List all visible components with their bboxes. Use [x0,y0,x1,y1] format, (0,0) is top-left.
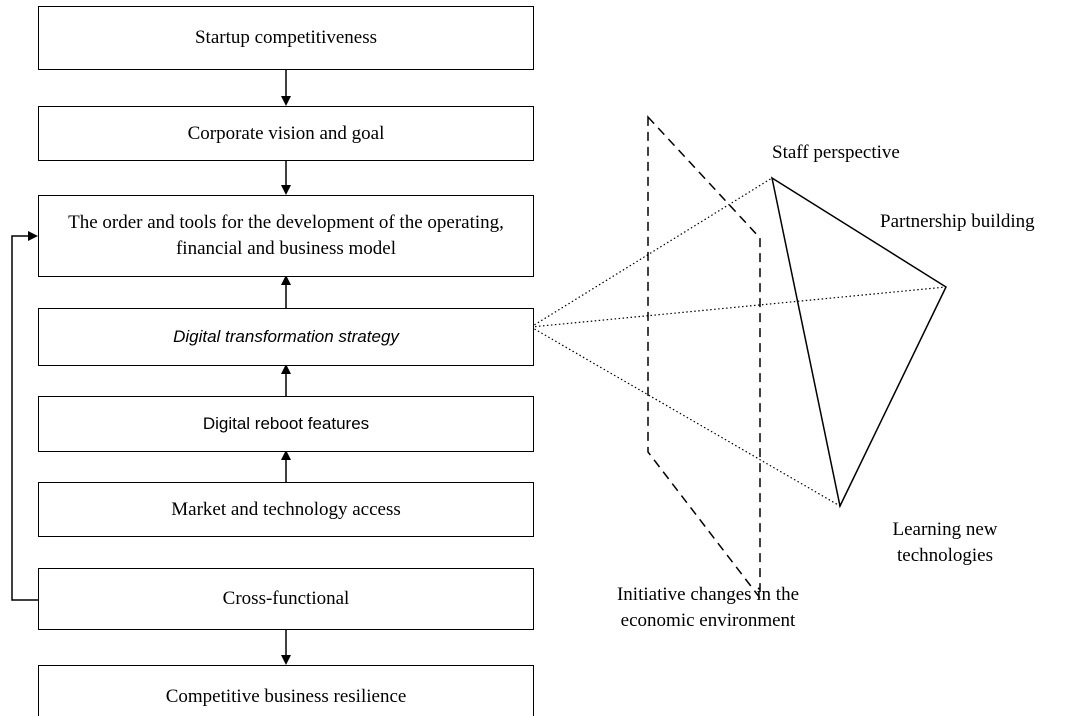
box-market-technology-access: Market and technology access [38,482,534,537]
label-initiative-changes: Initiative changes in the economic envir… [616,584,800,631]
label-staff-perspective: Staff perspective [772,142,900,163]
box-digital-reboot-features: Digital reboot features [38,396,534,452]
box-digital-transformation-strategy: Digital transformation strategy [38,308,534,366]
dotted-line-to-partnership [530,286,947,328]
box-order-and-tools: The order and tools for the development … [38,195,534,277]
box-competitive-resilience: Competitive business resilience [38,665,534,716]
dotted-line-to-learning [530,326,841,507]
label-learning-new-technologies: Learning new technologies [892,519,998,566]
initiative-plane [647,115,761,601]
label-partnership-building: Partnership building [880,211,1035,232]
perspective-triangle [770,176,947,509]
feedback-loop-arrow [11,231,38,601]
dotted-line-to-staff [530,177,773,328]
box-cross-functional: Cross-functional [38,568,534,630]
box-startup-competitiveness: Startup competitiveness [38,6,534,70]
box-corporate-vision: Corporate vision and goal [38,106,534,161]
